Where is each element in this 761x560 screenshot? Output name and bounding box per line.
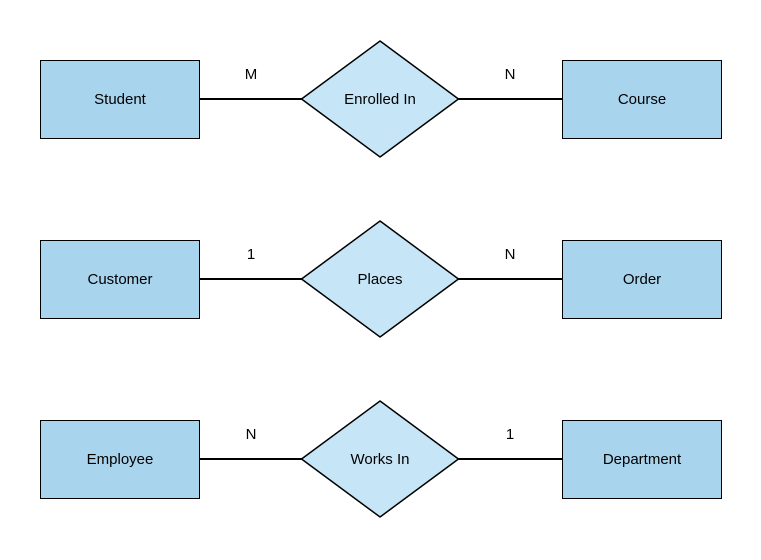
- entity-box-employee: Employee: [40, 419, 200, 499]
- connector-line-right: [458, 98, 563, 100]
- cardinality-label-left: N: [245, 426, 257, 443]
- relationship-diamond-places: Places: [300, 220, 460, 338]
- entity-label: Order: [622, 270, 662, 288]
- cardinality-label-right: N: [504, 66, 516, 83]
- entity-label: Student: [94, 90, 146, 108]
- diamond-shape: [300, 40, 460, 158]
- entity-label: Customer: [87, 270, 153, 288]
- entity-box-customer: Customer: [40, 239, 200, 319]
- cardinality-label-right: 1: [505, 426, 515, 443]
- cardinality-label-left: 1: [246, 246, 256, 263]
- connector-line-left: [199, 98, 302, 100]
- entity-label: Employee: [86, 450, 154, 468]
- cardinality-label-right: N: [504, 246, 516, 263]
- cardinality-label-left: M: [244, 66, 258, 83]
- relationship-diamond-enrolled-in: Enrolled In: [300, 40, 460, 158]
- relationship-label: Enrolled In: [344, 90, 416, 108]
- relationship-label: Places: [357, 270, 403, 288]
- entity-box-course: Course: [562, 59, 722, 139]
- connector-line-right: [458, 458, 563, 460]
- relationship-label: Works In: [350, 450, 410, 468]
- entity-box-order: Order: [562, 239, 722, 319]
- connector-line-right: [458, 278, 563, 280]
- diamond-shape: [300, 400, 460, 518]
- entity-label: Course: [617, 90, 667, 108]
- entity-box-student: Student: [40, 59, 200, 139]
- entity-label: Department: [602, 450, 682, 468]
- diamond-shape: [300, 220, 460, 338]
- connector-line-left: [199, 278, 302, 280]
- entity-box-department: Department: [562, 419, 722, 499]
- connector-line-left: [199, 458, 302, 460]
- relationship-diamond-works-in: Works In: [300, 400, 460, 518]
